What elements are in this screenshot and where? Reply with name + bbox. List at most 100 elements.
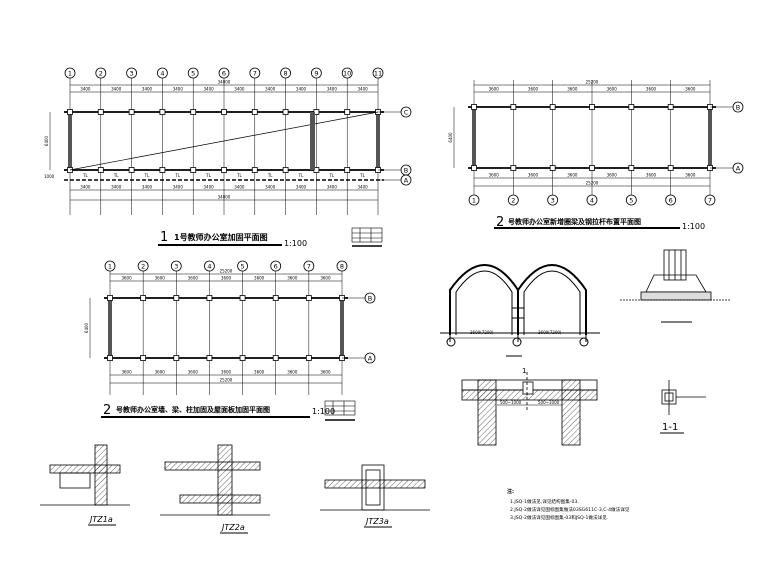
- column: [272, 355, 279, 361]
- depth-dimension: 6400: [44, 135, 49, 146]
- plan-3-title: 号教师办公室墙、梁、柱加固及屋面板加固平面图: [116, 405, 270, 414]
- bay-dimension: 3400: [358, 87, 369, 92]
- bay-dimension: 3600: [254, 276, 265, 281]
- bay-dimension: 3400: [327, 87, 338, 92]
- column: [173, 295, 180, 301]
- axis-bubble-6: [665, 194, 677, 206]
- axis-label: 5: [629, 197, 633, 205]
- axis-bubble-7: [303, 260, 315, 272]
- bay-dimension: 3600: [646, 173, 657, 178]
- spacing-right: 500~1000: [538, 400, 560, 405]
- bay-dimension: 3600: [567, 173, 578, 178]
- axis-label: 2: [511, 197, 515, 205]
- section-1-1-detail: [661, 380, 706, 415]
- column: [282, 167, 289, 173]
- bay-dimension: 3400: [296, 185, 307, 190]
- axis-bubble-10: [341, 67, 353, 79]
- plan-3-scale: 1:100: [312, 407, 335, 416]
- bay-dimension: 3600: [607, 173, 618, 178]
- column: [159, 167, 166, 173]
- bay-dimension: 3400: [204, 185, 215, 190]
- tie-beam-label: TL: [328, 173, 334, 178]
- column: [282, 109, 289, 115]
- foundation-detail: [620, 249, 730, 301]
- axis-label: 6: [669, 197, 673, 205]
- total-dimension: 25200: [220, 269, 233, 274]
- total-dimension: 34000: [218, 195, 231, 200]
- plan-3-number: 2: [103, 403, 111, 418]
- bay-dimension: 3400: [327, 185, 338, 190]
- axis-bubble-3: [126, 67, 138, 79]
- bay-dimension: 3400: [358, 185, 369, 190]
- plan-1-number: 1: [160, 230, 168, 245]
- tie-beam-label: TL: [359, 173, 365, 178]
- axis-bubble-3: [547, 194, 559, 206]
- axis-bubble-2: [137, 260, 149, 272]
- axis-bubble-6: [270, 260, 282, 272]
- column: [128, 109, 135, 115]
- steel-tie-rod: [69, 111, 379, 171]
- axis-bubble-11: [372, 67, 384, 79]
- axis-label: 7: [307, 263, 311, 271]
- axis-label: 2: [99, 70, 103, 78]
- axis-bubble-5: [625, 194, 637, 206]
- axis-label: 10: [343, 70, 351, 78]
- tie-beam-label: TL: [205, 173, 211, 178]
- axis-label: 2: [141, 263, 145, 271]
- column: [251, 167, 258, 173]
- column: [67, 109, 73, 115]
- column: [510, 165, 517, 171]
- column: [471, 165, 477, 171]
- column: [549, 165, 556, 171]
- note-line-2: 2.JSQ-2做法详见国标图集做法03SG611C-3,C-4做法详见: [510, 506, 630, 513]
- plan-1-title-block: 1 1号教师办公室加固平面图 1:100: [158, 230, 307, 248]
- end-wall: [108, 298, 112, 358]
- bay-dimension: 3600: [320, 276, 331, 281]
- bay-dimension: 3600: [287, 370, 298, 375]
- axis-bubble-4: [156, 67, 168, 79]
- row-label: A: [368, 355, 373, 363]
- total-dimension: 25200: [586, 181, 599, 186]
- end-wall: [340, 298, 344, 358]
- axis-label: 7: [253, 70, 257, 78]
- axis-label: 1: [472, 197, 476, 205]
- column: [471, 104, 477, 110]
- tie-beam-label: TL: [174, 173, 180, 178]
- bay-dimension: 3600: [567, 87, 578, 92]
- depth-dimension: 6400: [448, 132, 453, 143]
- row-label: C: [404, 109, 409, 117]
- bay-dimension: 3600: [685, 87, 696, 92]
- axis-bubble-7: [704, 194, 716, 206]
- bay-dimension: 3400: [173, 185, 184, 190]
- bay-dimension: 3600: [221, 276, 232, 281]
- row-label: B: [368, 295, 372, 303]
- jtz1a-label: JTZ1a: [88, 515, 113, 524]
- section-cut-mark: 1: [522, 367, 526, 375]
- bay-dimension: 3400: [265, 185, 276, 190]
- column: [190, 109, 197, 115]
- row-bubble-B: [364, 292, 376, 304]
- axis-bubble-8: [336, 260, 348, 272]
- row-bubble-A: [364, 352, 376, 364]
- bay-dimension: 3600: [320, 370, 331, 375]
- bay-dimension: 3600: [528, 173, 539, 178]
- bay-dimension: 3600: [607, 87, 618, 92]
- axis-bubble-6: [218, 67, 230, 79]
- end-wall: [472, 107, 476, 168]
- row-label: B: [404, 167, 408, 175]
- column: [305, 355, 312, 361]
- beam-column-elevation: [461, 372, 598, 446]
- row-label: A: [736, 165, 741, 173]
- axis-label: 6: [222, 70, 226, 78]
- end-wall: [376, 112, 380, 170]
- axis-bubble-3: [170, 260, 182, 272]
- axis-label: 9: [314, 70, 318, 78]
- column: [272, 295, 279, 301]
- jtz2a-label: JTZ2a: [220, 523, 245, 532]
- column: [251, 109, 258, 115]
- column: [667, 104, 674, 110]
- bay-dimension: 3600: [287, 276, 298, 281]
